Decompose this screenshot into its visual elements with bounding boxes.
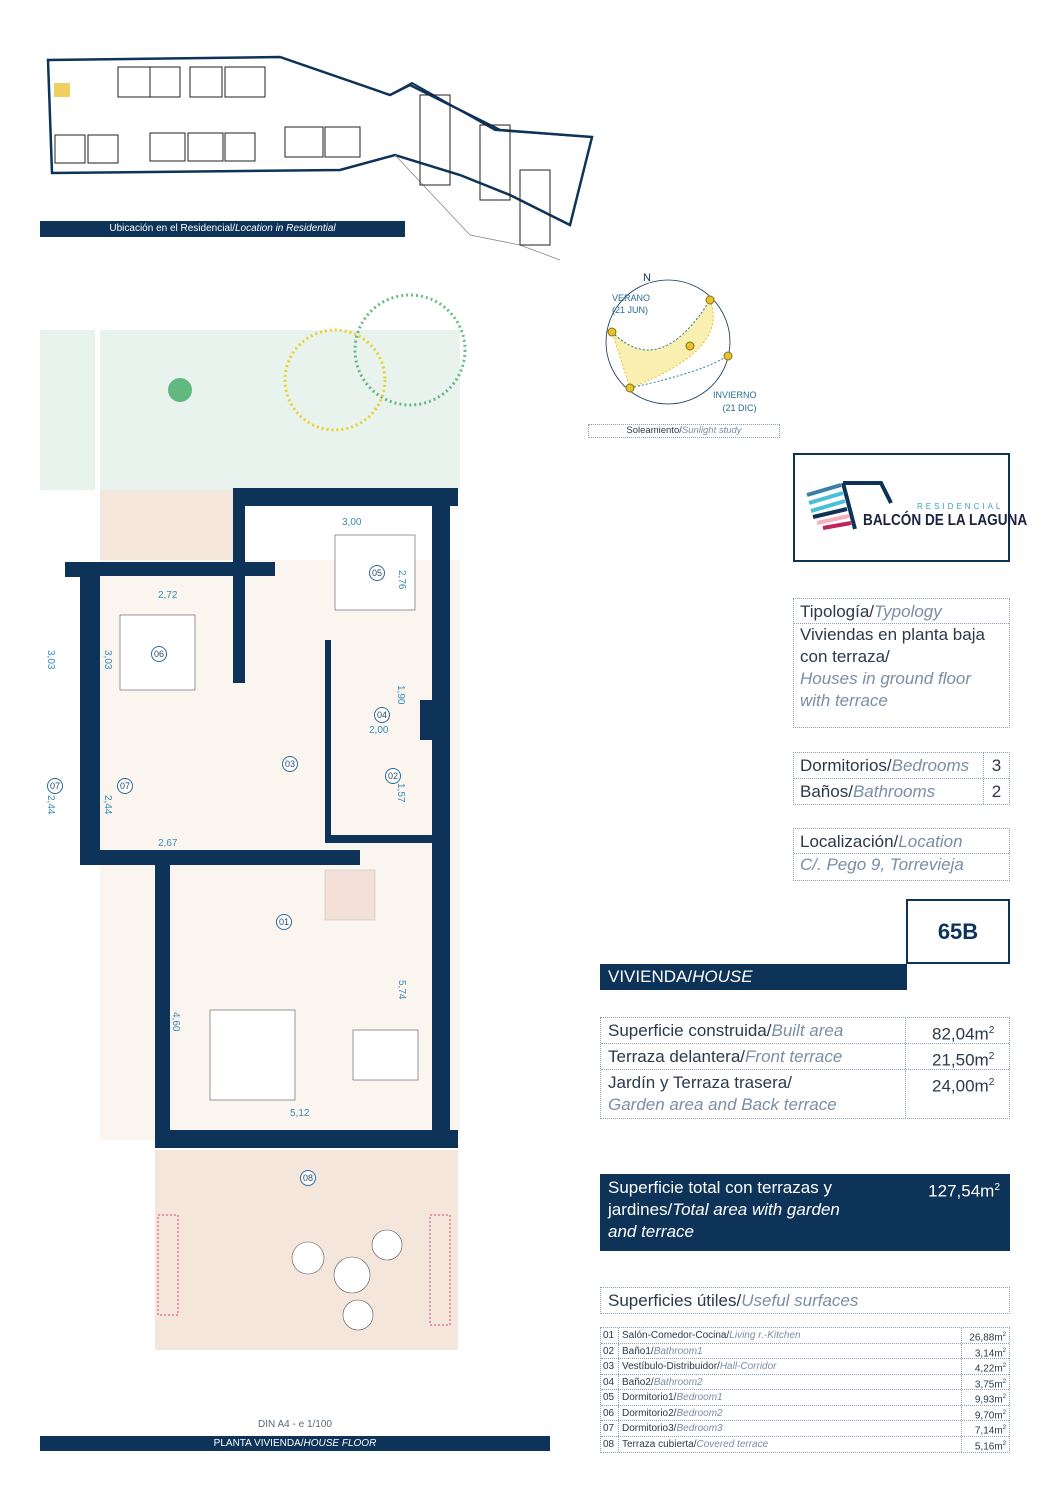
logo-mark: [806, 481, 893, 530]
room-tag: 04: [374, 707, 390, 723]
dimension-label: 2,44: [45, 795, 56, 815]
summer-label: VERANO(21 JUN): [612, 293, 651, 315]
north-label: N: [643, 272, 651, 284]
dimension-label: 4,60: [170, 1012, 181, 1032]
winter-label: INVIERNO(21 DIC): [713, 390, 757, 413]
dimension-label: 3,00: [342, 517, 362, 528]
room-tag: 02: [385, 768, 401, 784]
sunlight-caption: Soleamiento/Sunlight study: [588, 424, 780, 438]
dimension-label: 5,74: [396, 980, 407, 1000]
site-plan: [46, 55, 594, 261]
logo-subtitle: RESIDENCIAL: [917, 502, 1004, 511]
room-tag: 07: [47, 778, 63, 794]
dimension-label: 1,90: [395, 685, 406, 705]
typology-value-en: Houses in ground floor with terrace: [800, 669, 972, 710]
sunlight-diagram: [605, 279, 733, 405]
room-tag: 06: [151, 646, 167, 662]
dimension-label: 2,72: [158, 590, 178, 601]
room-tag: 08: [300, 1170, 316, 1186]
dimension-label: 1,57: [395, 783, 406, 803]
logo-name: BALCÓN DE LA LAGUNA: [863, 512, 1028, 529]
typology-value: Viviendas en planta baja con terraza/: [800, 625, 985, 666]
room-tag: 01: [276, 914, 292, 930]
useful-surfaces-header: Superficies útiles/Useful surfaces: [600, 1287, 1010, 1314]
dimension-label: 2,76: [396, 570, 407, 590]
room-tag: 05: [369, 565, 385, 581]
total-area-box: Superficie total con terrazas y jardines…: [600, 1174, 1010, 1251]
location-banner: Ubicación en el Residencial/Location in …: [40, 221, 405, 237]
typology-box: Tipología/Typology Viviendas en planta b…: [793, 598, 1010, 728]
room-tag: 07: [117, 778, 133, 794]
dimension-label: 3,03: [45, 650, 56, 670]
dimension-label: 2,44: [102, 795, 113, 815]
unit-code: 65B: [906, 899, 1010, 964]
house-bar: VIVIENDA/HOUSE: [600, 964, 907, 990]
dimension-label: 5,12: [290, 1108, 310, 1119]
dimension-label: 2,00: [369, 725, 389, 736]
logo-box: RESIDENCIAL BALCÓN DE LA LAGUNA: [793, 453, 1027, 562]
location-box: Localización/Location C/. Pego 9, Torrev…: [793, 828, 1010, 881]
dimension-label: 2,67: [158, 838, 178, 849]
floor-plan: [40, 293, 467, 1350]
house-floor-banner: PLANTA VIVIENDA/HOUSE FLOOR: [40, 1436, 550, 1451]
dimension-label: 3,03: [102, 650, 113, 670]
scale-label: DIN A4 - e 1/100: [258, 1419, 332, 1430]
room-tag: 03: [282, 756, 298, 772]
